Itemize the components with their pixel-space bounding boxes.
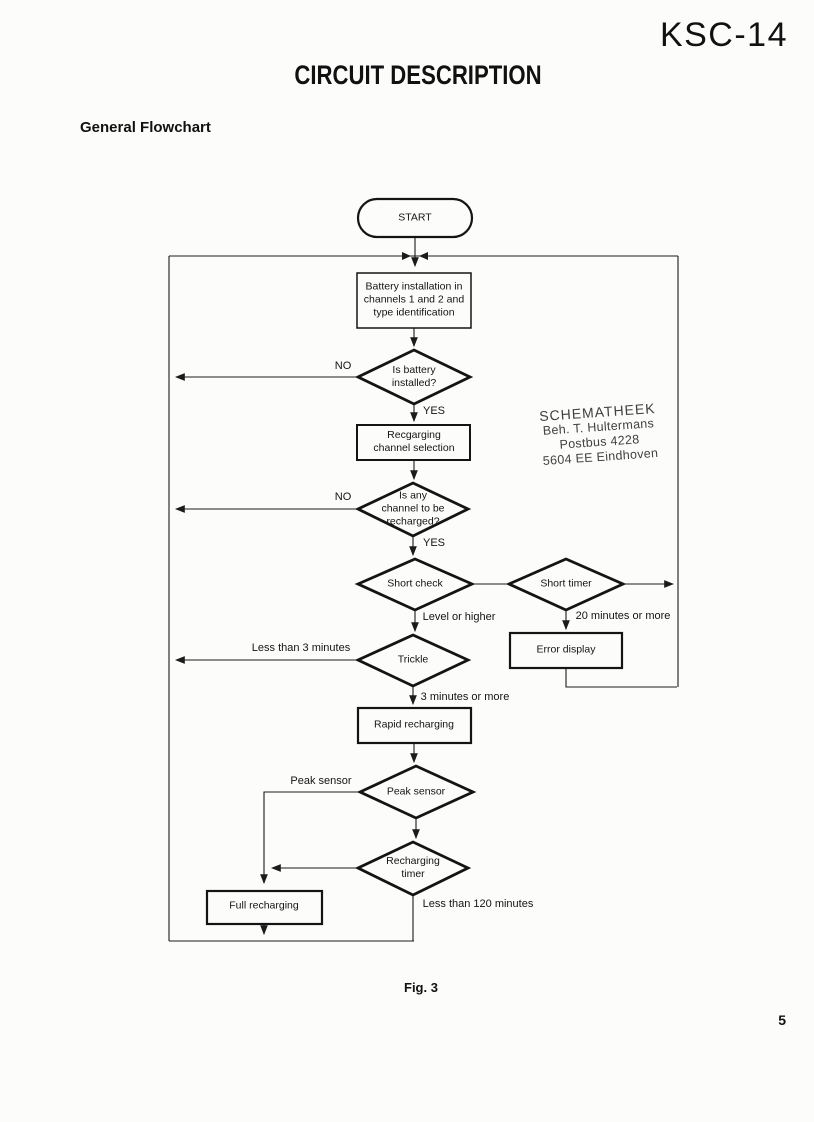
flow-node-shapes bbox=[205, 197, 627, 926]
flow-edges bbox=[168, 237, 679, 942]
flow-node-battery-installation: Battery installation in channels 1 and 2… bbox=[363, 280, 465, 319]
figure-caption: Fig. 3 bbox=[404, 980, 438, 995]
flow-node-full-recharging: Full recharging bbox=[229, 899, 299, 912]
schematheek-stamp: SCHEMATHEEK Beh. T. Hultermans Postbus 4… bbox=[522, 400, 676, 470]
edge-label-less-than-120-minutes: Less than 120 minutes bbox=[422, 898, 534, 910]
peak-sensor-shape bbox=[356, 764, 477, 820]
recharging-timer-shape bbox=[354, 840, 472, 897]
edge-label-less-than-3-minutes: Less than 3 minutes bbox=[251, 642, 351, 654]
flow-node-rapid-recharging: Rapid recharging bbox=[374, 718, 454, 731]
flow-decision-is-battery-installed: Is battery installed? bbox=[391, 364, 437, 389]
error-display-shape bbox=[508, 631, 624, 670]
flow-decision-short-check: Short check bbox=[387, 577, 443, 590]
edge-label-channel-yes: YES bbox=[422, 537, 446, 549]
edge-label-battery-yes: YES bbox=[422, 405, 446, 417]
is-any-channel-shape bbox=[354, 481, 472, 538]
junction-arrowheads bbox=[402, 252, 428, 260]
flow-node-channel-selection: Recgarging channel selection bbox=[373, 429, 455, 454]
section-heading: General Flowchart bbox=[80, 119, 211, 136]
battery-installation-shape bbox=[356, 272, 472, 329]
flow-decision-short-timer: Short timer bbox=[540, 577, 592, 590]
edge-label-channel-no: NO bbox=[334, 491, 352, 503]
short-check-shape bbox=[354, 557, 476, 612]
flow-decision-recharging-timer: Recharging timer bbox=[386, 855, 440, 880]
edge-label-battery-no: NO bbox=[334, 360, 352, 372]
start-shape bbox=[356, 197, 474, 239]
flow-node-start: START bbox=[398, 211, 432, 224]
is-battery-installed-shape bbox=[354, 348, 474, 406]
flow-decision-peak-sensor: Peak sensor bbox=[386, 785, 446, 798]
model-number: KSC-14 bbox=[659, 16, 788, 54]
page-number: 5 bbox=[778, 1012, 786, 1028]
flow-node-error-display: Error display bbox=[536, 643, 596, 656]
edge-label-3-minutes-or-more: 3 minutes or more bbox=[420, 691, 510, 703]
short-timer-shape bbox=[505, 557, 627, 612]
flow-decision-is-any-channel: Is any channel to be recharged? bbox=[381, 489, 445, 528]
edge-label-peak-sensor: Peak sensor bbox=[290, 775, 352, 787]
trickle-shape bbox=[354, 633, 472, 688]
page-title: CIRCUIT DESCRIPTION bbox=[294, 60, 542, 90]
flow-decision-trickle: Trickle bbox=[397, 653, 429, 666]
edge-label-20-minutes-or-more: 20 minutes or more bbox=[575, 610, 671, 622]
rapid-recharging-shape bbox=[356, 706, 473, 745]
edge-label-level-or-higher: Level or higher bbox=[422, 611, 496, 623]
full-recharging-shape bbox=[205, 889, 324, 926]
channel-selection-shape bbox=[356, 424, 471, 461]
